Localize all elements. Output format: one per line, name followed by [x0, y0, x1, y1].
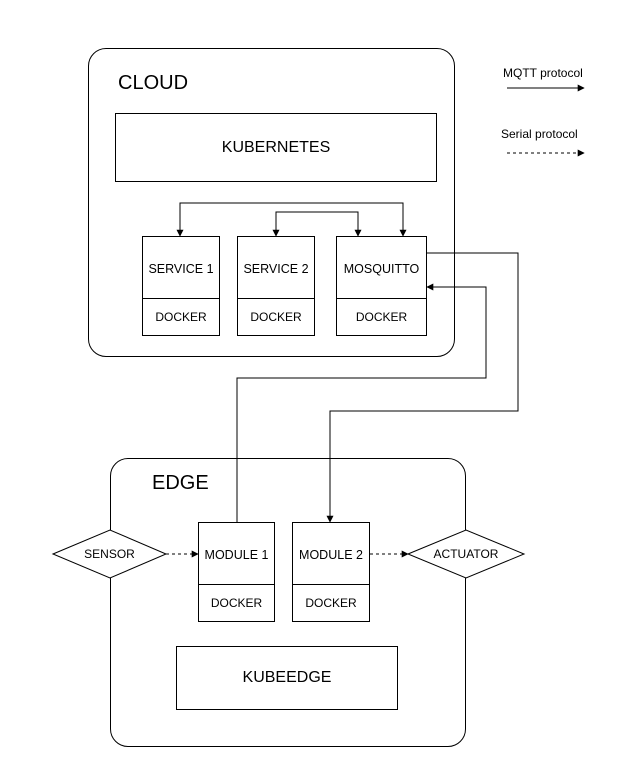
mosquitto-container: MOSQUITTO DOCKER [336, 236, 427, 336]
service2-mosquitto-link [272, 211, 362, 237]
service-2-runtime: DOCKER [238, 298, 314, 335]
service-2-label: SERVICE 2 [243, 262, 309, 276]
module-2-container: MODULE 2 DOCKER [292, 522, 370, 622]
module-1-runtime: DOCKER [199, 584, 274, 621]
sensor-label: SENSOR [84, 547, 135, 561]
mosquitto-label: MOSQUITTO [343, 262, 420, 276]
module-1-label: MODULE 1 [204, 548, 269, 562]
legend-mqtt-label: MQTT protocol [503, 66, 583, 80]
module-1-container: MODULE 1 DOCKER [198, 522, 275, 622]
mosquitto-runtime: DOCKER [337, 298, 426, 335]
service-1-runtime: DOCKER [143, 298, 219, 335]
actuator-diamond [406, 529, 526, 579]
mosquitto-to-module2-link [326, 252, 519, 523]
kubernetes-box: KUBERNETES [115, 113, 437, 182]
actuator-label: ACTUATOR [433, 547, 499, 561]
module-2-runtime: DOCKER [293, 584, 369, 621]
service-1-label: SERVICE 1 [148, 262, 214, 276]
cloud-title: CLOUD [118, 72, 189, 94]
module1-to-mosquitto-link [236, 283, 487, 522]
module-2-label: MODULE 2 [299, 548, 363, 562]
kubeedge-box: KUBEEDGE [176, 646, 398, 710]
edge-title: EDGE [152, 472, 209, 494]
service-1-container: SERVICE 1 DOCKER [142, 236, 220, 336]
service1-mosquitto-link [176, 202, 407, 237]
legend-serial-label: Serial protocol [501, 127, 578, 141]
service-2-container: SERVICE 2 DOCKER [237, 236, 315, 336]
